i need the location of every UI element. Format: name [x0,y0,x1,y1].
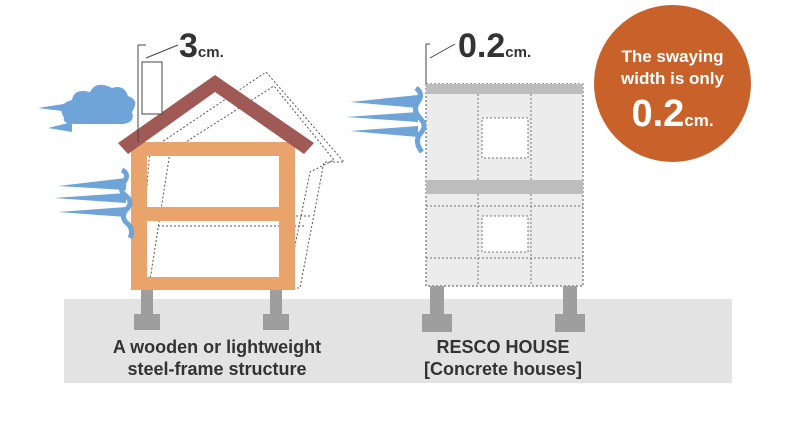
wooden-chimney [141,61,163,115]
resco-roof-band [426,84,583,94]
resco-sway-marker [425,43,456,84]
resco-wind [346,86,427,154]
badge-line1: The swaying [621,47,724,66]
badge-line2: width is only [621,69,724,88]
resco-caption-line2: [Concrete houses] [423,359,583,379]
wooden-roof [118,75,314,154]
wooden-sway-marker [137,44,179,142]
wooden-caption-line1: A wooden or lightweight [112,337,322,357]
resco-sway-label: 0.2cm. [458,27,531,66]
wooden-house [38,44,346,330]
resco-sway-unit: cm. [505,44,532,61]
badge-value-line: 0.2cm. [594,93,751,136]
resco-floor-band [426,180,583,194]
wooden-wind [38,84,136,240]
sway-width-badge: The swaying width is only 0.2cm. [594,5,751,162]
badge-unit: cm. [684,111,714,130]
resco-window-lower [481,215,529,253]
wooden-footings [134,290,289,330]
resco-sway-value: 0.2 [458,27,506,65]
resco-panel-lines [426,94,583,286]
wooden-sway-value: 3 [179,27,198,65]
resco-caption: RESCO HOUSE [Concrete houses] [392,336,614,380]
ground-band [64,299,732,383]
wooden-frame [131,142,295,290]
wooden-sway-label: 3cm. [179,27,224,66]
wooden-sway-unit: cm. [197,44,224,61]
resco-window-upper [481,117,529,159]
wooden-caption: A wooden or lightweight steel-frame stru… [76,336,358,380]
badge-value: 0.2 [631,93,685,135]
wooden-caption-line2: steel-frame structure [127,359,307,379]
resco-caption-line1: RESCO HOUSE [436,337,570,357]
resco-house [346,43,585,332]
resco-footings [422,286,585,332]
